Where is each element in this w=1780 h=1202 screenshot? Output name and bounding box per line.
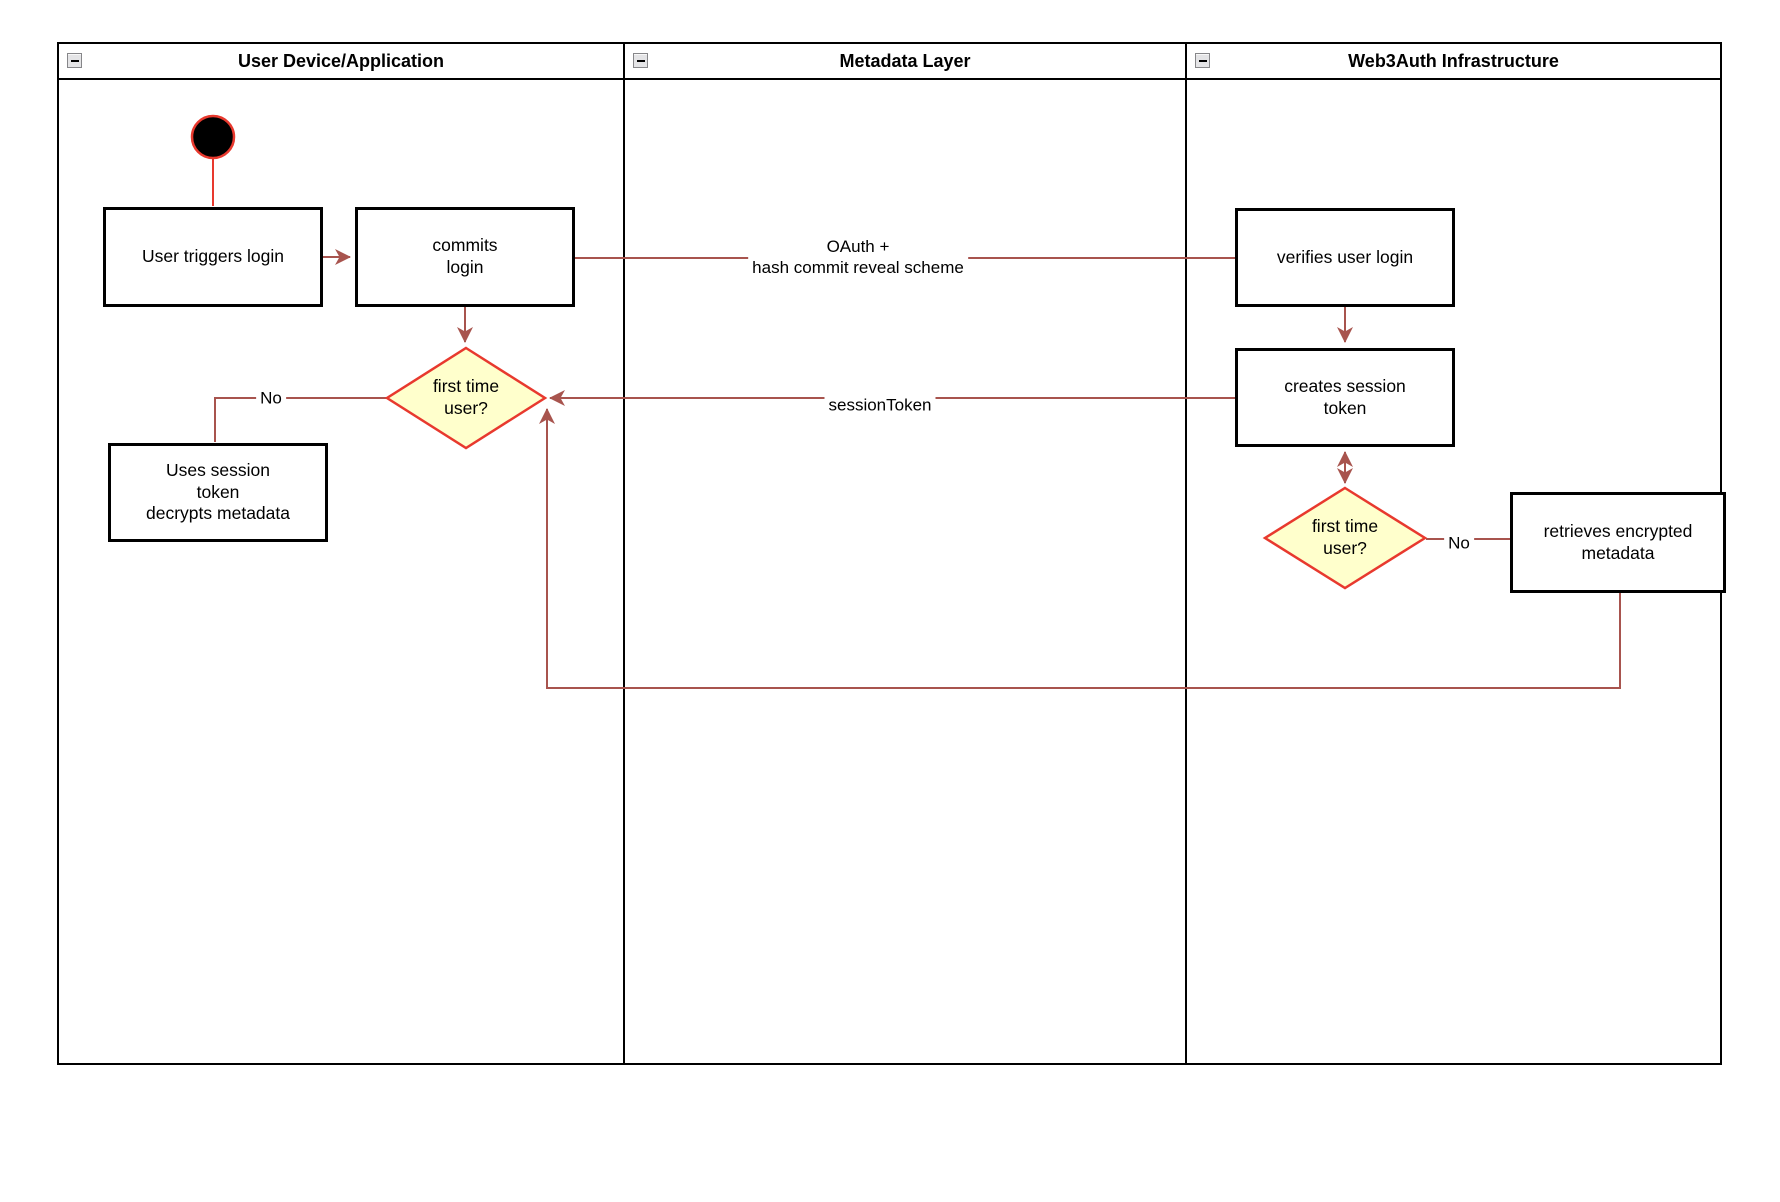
minus-icon [70,59,79,62]
collapse-lane-icon[interactable] [1195,53,1210,68]
lane-header-user-device-application: User Device/Application [59,44,623,80]
collapse-lane-icon[interactable] [633,53,648,68]
lane-metadata-layer: Metadata Layer [625,44,1187,1063]
lane-title: Metadata Layer [839,50,971,71]
node-user-triggers-login[interactable]: User triggers login [103,207,323,307]
lane-header-metadata-layer: Metadata Layer [625,44,1185,80]
edge-label-session-token: sessionToken [824,393,936,417]
node-uses-session-token[interactable]: Uses session token decrypts metadata [108,443,328,542]
lane-user-device-application: User Device/Application [59,44,625,1063]
minus-icon [636,59,645,62]
edge-label-oauth: OAuth + hash commit reveal scheme [748,234,968,280]
minus-icon [1198,59,1207,62]
node-commits-login[interactable]: commits login [355,207,575,307]
node-retrieves-encrypted-metadata[interactable]: retrieves encrypted metadata [1510,492,1726,593]
edge-label-no-infra: No [1444,531,1474,555]
edge-label-no-device: No [256,386,286,410]
collapse-lane-icon[interactable] [67,53,82,68]
node-creates-session-token[interactable]: creates session token [1235,348,1455,447]
lane-web3auth-infrastructure: Web3Auth Infrastructure [1187,44,1720,1063]
lane-header-web3auth-infrastructure: Web3Auth Infrastructure [1187,44,1720,80]
node-verifies-user-login[interactable]: verifies user login [1235,208,1455,307]
lane-title: User Device/Application [237,50,445,71]
lane-title: Web3Auth Infrastructure [1348,50,1559,71]
